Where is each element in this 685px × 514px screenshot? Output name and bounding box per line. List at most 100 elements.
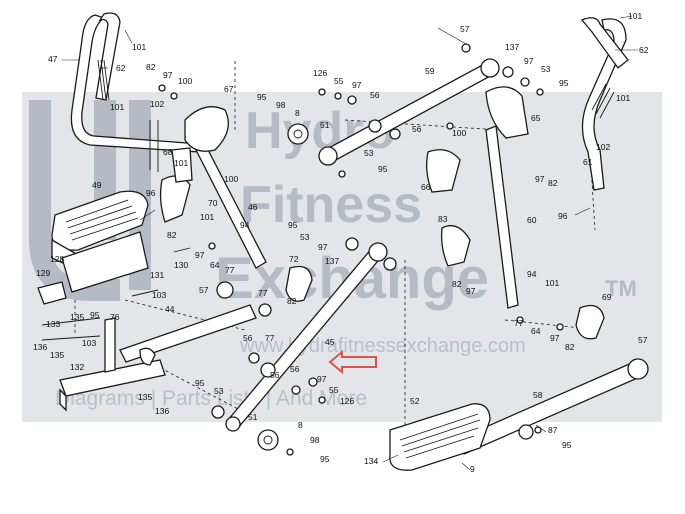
- callout-76: 76: [110, 312, 120, 322]
- callout-47: 47: [48, 54, 58, 64]
- callout-101: 101: [628, 11, 642, 21]
- callout-56: 56: [412, 124, 422, 134]
- callout-95: 95: [320, 454, 330, 464]
- callout-102: 102: [596, 142, 610, 152]
- callout-62: 62: [116, 63, 126, 73]
- callout-44: 44: [165, 304, 175, 314]
- callout-130: 130: [174, 260, 188, 270]
- watermark-tm: TM: [605, 276, 637, 301]
- callout-94: 94: [527, 269, 537, 279]
- watermark-line2: Fitness: [240, 176, 422, 234]
- callout-97: 97: [318, 242, 328, 252]
- callout-87: 87: [548, 425, 558, 435]
- callout-55: 55: [334, 76, 344, 86]
- callout-132: 132: [70, 362, 84, 372]
- callout-126: 126: [313, 68, 327, 78]
- callout-58: 58: [533, 390, 543, 400]
- callout-133: 133: [46, 319, 60, 329]
- callout-82: 82: [548, 178, 558, 188]
- callout-56: 56: [270, 370, 280, 380]
- callout-101: 101: [545, 278, 559, 288]
- callout-101: 101: [174, 158, 188, 168]
- callout-137: 137: [505, 42, 519, 52]
- callout-97: 97: [466, 286, 476, 296]
- callout-leaders: [62, 15, 638, 471]
- callout-103: 103: [82, 338, 96, 348]
- callout-8: 8: [295, 108, 300, 118]
- callout-56: 56: [243, 333, 253, 343]
- right-upper-handle: [580, 17, 629, 191]
- callout-64: 64: [531, 326, 541, 336]
- upper-cross-link: [318, 58, 500, 166]
- callout-128: 128: [50, 254, 64, 264]
- callout-97: 97: [535, 174, 545, 184]
- callout-97: 97: [195, 250, 205, 260]
- callout-100: 100: [178, 76, 192, 86]
- callout-95: 95: [559, 78, 569, 88]
- callout-60: 60: [527, 215, 537, 225]
- callout-129: 129: [36, 268, 50, 278]
- callout-97: 97: [524, 56, 534, 66]
- right-pedal-arm: [389, 358, 649, 471]
- callout-126: 126: [340, 396, 354, 406]
- callout-62: 62: [639, 45, 649, 55]
- callout-95: 95: [90, 310, 100, 320]
- left-lower-arm: [159, 106, 267, 269]
- callout-136: 136: [155, 406, 169, 416]
- callout-95: 95: [378, 164, 388, 174]
- callout-135: 135: [70, 312, 84, 322]
- callout-103: 103: [152, 290, 166, 300]
- base-frame: [59, 304, 257, 412]
- callout-135: 135: [50, 350, 64, 360]
- callout-101: 101: [132, 42, 146, 52]
- callout-134: 134: [364, 456, 378, 466]
- callout-8: 8: [298, 420, 303, 430]
- right-lower-arm: [426, 86, 529, 309]
- callout-136: 136: [33, 342, 47, 352]
- callout-69: 69: [602, 292, 612, 302]
- callout-95: 95: [562, 440, 572, 450]
- callout-72: 72: [289, 254, 299, 264]
- center-link-arm: [225, 242, 388, 432]
- small-brackets: [285, 265, 605, 340]
- callout-82: 82: [452, 279, 462, 289]
- callout-70: 70: [208, 198, 218, 208]
- callout-53: 53: [300, 232, 310, 242]
- callout-101: 101: [110, 102, 124, 112]
- callout-137: 137: [325, 256, 339, 266]
- callout-97: 97: [163, 70, 173, 80]
- callout-64: 64: [210, 260, 220, 270]
- callout-57: 57: [460, 24, 470, 34]
- callout-61: 61: [583, 157, 593, 167]
- left-pedal: [37, 190, 149, 305]
- callout-65: 65: [531, 113, 541, 123]
- callout-82: 82: [287, 296, 297, 306]
- callout-82: 82: [146, 62, 156, 72]
- hardware: [41, 43, 564, 456]
- callout-57: 57: [199, 285, 209, 295]
- callout-97: 97: [352, 80, 362, 90]
- callout-101: 101: [616, 93, 630, 103]
- callout-77: 77: [265, 333, 275, 343]
- callout-83: 83: [438, 214, 448, 224]
- callout-95: 95: [288, 220, 298, 230]
- callout-98: 98: [276, 100, 286, 110]
- callout-96: 96: [558, 211, 568, 221]
- callout-135: 135: [138, 392, 152, 402]
- callout-77: 77: [514, 318, 524, 328]
- callout-52: 52: [410, 396, 420, 406]
- callout-95: 95: [257, 92, 267, 102]
- callout-45: 45: [325, 337, 335, 347]
- callout-97: 97: [550, 333, 560, 343]
- callout-59: 59: [425, 66, 435, 76]
- callout-77: 77: [225, 265, 235, 275]
- callout-95: 95: [195, 378, 205, 388]
- callout-82: 82: [565, 342, 575, 352]
- callout-98: 98: [310, 435, 320, 445]
- callout-68: 68: [163, 147, 173, 157]
- watermark-tagline: Diagrams | Parts Lists | And More: [55, 387, 367, 410]
- callout-67: 67: [224, 84, 234, 94]
- watermark-url: www.hydrafitnessexchange.com: [239, 335, 526, 357]
